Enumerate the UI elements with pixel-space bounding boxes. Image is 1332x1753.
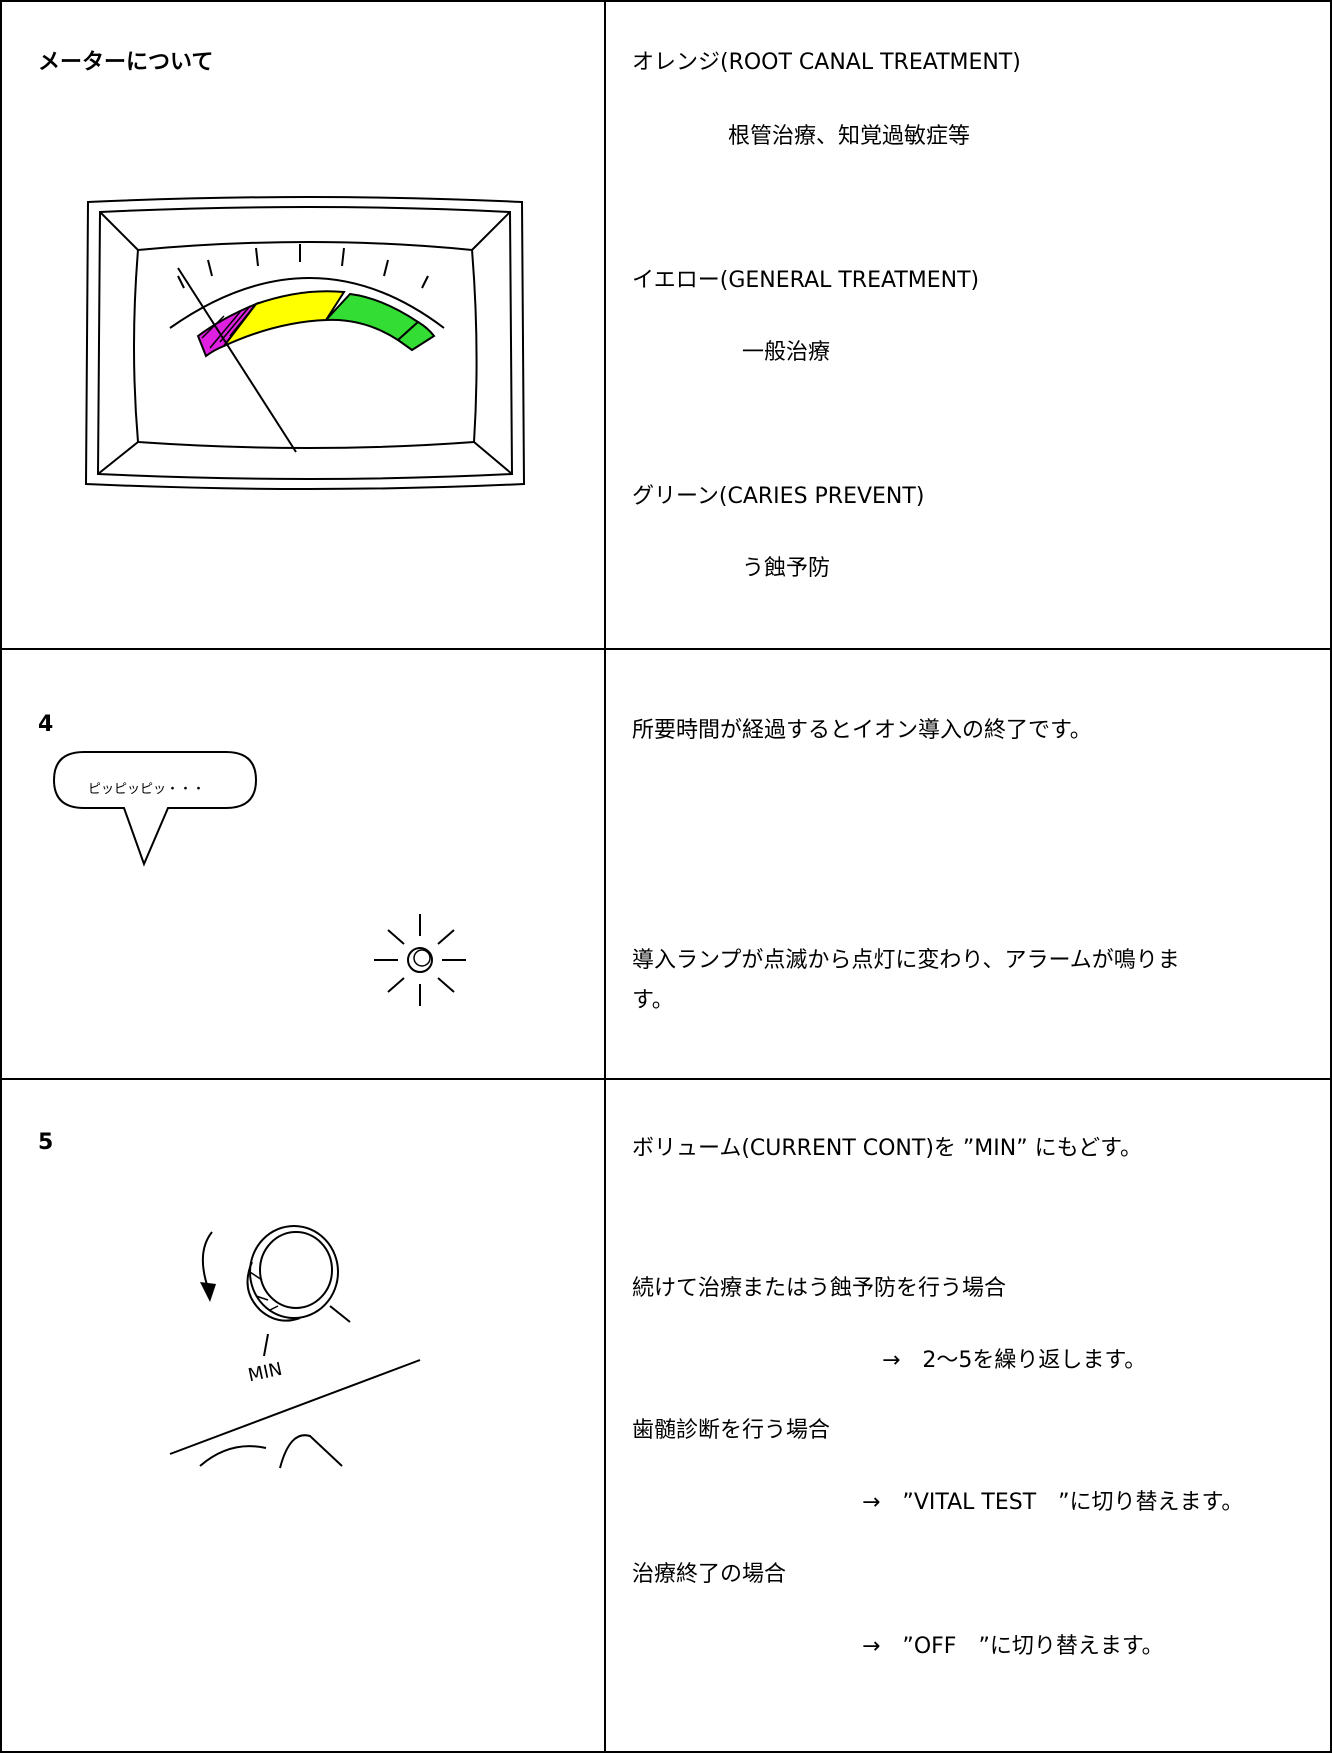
step-5-text-3: → 2～5を繰り返します。 xyxy=(882,1348,1147,1373)
bubble-text: ピッピッピッ・・・ xyxy=(88,782,206,797)
table-border-left xyxy=(0,0,2,1753)
step-5-text-2: 続けて治療またはう蝕予防を行う場合 xyxy=(632,1276,1007,1301)
volume-knob-illustration xyxy=(169,1225,421,1469)
orange-title: オレンジ(ROOT CANAL TREATMENT) xyxy=(632,50,1021,75)
step-4-text-1: 所要時間が経過するとイオン導入の終了です。 xyxy=(632,718,1092,743)
step-4-text-2b: す。 xyxy=(632,988,674,1013)
table-row-divider xyxy=(0,1078,1332,1080)
meter-illustration xyxy=(84,196,526,490)
green-desc: う蝕予防 xyxy=(742,556,831,581)
table-row-divider xyxy=(0,648,1332,650)
yellow-desc: 一般治療 xyxy=(742,340,831,365)
step-5-text-7: → ”OFF ”に切り替えます。 xyxy=(862,1634,1164,1659)
table-border-right xyxy=(1330,0,1332,1753)
table-column-divider xyxy=(604,0,606,1753)
step-5-text-6: 治療終了の場合 xyxy=(632,1562,787,1587)
step-4-text-2a: 導入ランプが点滅から点灯に変わり、アラームが鳴りま xyxy=(632,948,1180,973)
meter-heading: メーターについて xyxy=(38,50,214,75)
speech-bubble xyxy=(52,751,258,867)
table-border-top xyxy=(0,0,1332,2)
lamp-icon xyxy=(374,914,466,1006)
step-5-text-4: 歯髄診断を行う場合 xyxy=(632,1418,831,1443)
step-4-number: 4 xyxy=(38,712,54,737)
table-border-bottom xyxy=(0,1751,1332,1753)
yellow-title: イエロー(GENERAL TREATMENT) xyxy=(632,268,980,293)
orange-desc: 根管治療、知覚過敏症等 xyxy=(728,124,971,149)
green-title: グリーン(CARIES PREVENT) xyxy=(632,484,925,509)
step-5-text-5: → ”VITAL TEST ”に切り替えます。 xyxy=(862,1490,1244,1515)
step-5-number: 5 xyxy=(38,1130,54,1155)
step-5-text-1: ボリューム(CURRENT CONT)を ”MIN” にもどす。 xyxy=(632,1136,1142,1161)
